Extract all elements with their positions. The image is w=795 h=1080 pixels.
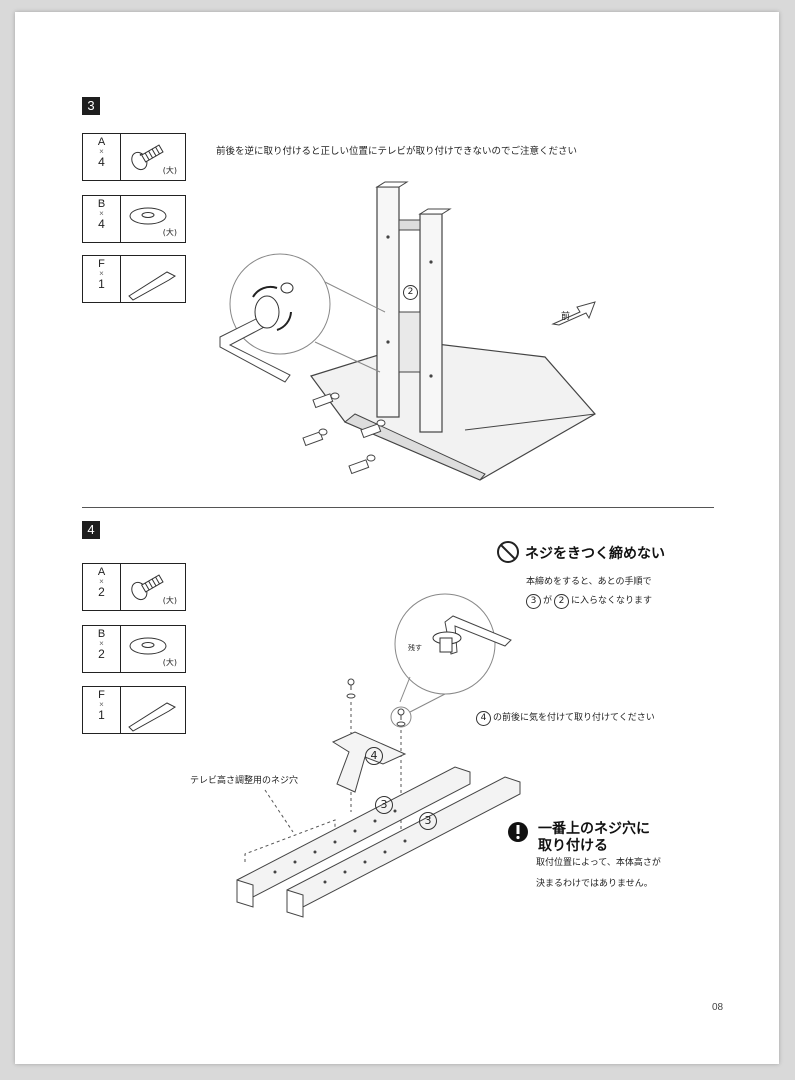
hex-key-icon: [128, 271, 176, 301]
top-hole-title-1: 一番上のネジ穴に: [538, 821, 650, 837]
warning-title: ネジをきつく締めない: [525, 546, 665, 562]
screw-icon: [131, 574, 164, 601]
height-hole-label: テレビ高さ調整用のネジ穴: [190, 776, 299, 786]
warning-line-1: 本締めをすると、あとの手順で: [526, 577, 652, 587]
hex-key-icon: [128, 702, 176, 732]
front-label: 前: [561, 312, 571, 322]
rail-part-label-2: 3: [417, 812, 439, 830]
section-divider: [82, 507, 714, 508]
screw-icon: [131, 144, 164, 171]
part-card-a-step4: A×2 (大): [82, 563, 186, 611]
part-card-f-step4: F×1: [82, 686, 186, 734]
part-card-f-step3: F×1: [82, 255, 186, 303]
part-card-a-step3: A×4 (大): [82, 133, 186, 181]
pillar-part-label: 2: [401, 285, 420, 300]
step-4-badge: 4: [82, 521, 100, 539]
manual-page: 3 A×4 (大) B×4 (大) F×1 前後を逆に取り付けると正しい位置にテ…: [15, 12, 779, 1064]
top-hole-title-2: 取り付ける: [538, 838, 608, 854]
step3-caution: 前後を逆に取り付けると正しい位置にテレビが取り付けできないのでご注意ください: [216, 146, 578, 157]
leave-label: 残す: [408, 644, 422, 652]
washer-icon: [129, 207, 167, 225]
bracket-part-label: 4: [363, 747, 385, 765]
top-hole-note-2: 決まるわけではありません。: [536, 879, 653, 889]
part-card-b-step3: B×4 (大): [82, 195, 186, 243]
part-card-b-step4: B×2 (大): [82, 625, 186, 673]
top-hole-note-1: 取付位置によって、本体高さが: [536, 858, 661, 868]
rails-assembly-illustration: [236, 541, 528, 918]
page-number: 08: [712, 1002, 724, 1013]
step-3-badge: 3: [82, 97, 100, 115]
stand-assembly-illustration: [219, 181, 596, 481]
rail-part-label-1: 3: [373, 796, 395, 814]
washer-icon: [129, 637, 167, 655]
